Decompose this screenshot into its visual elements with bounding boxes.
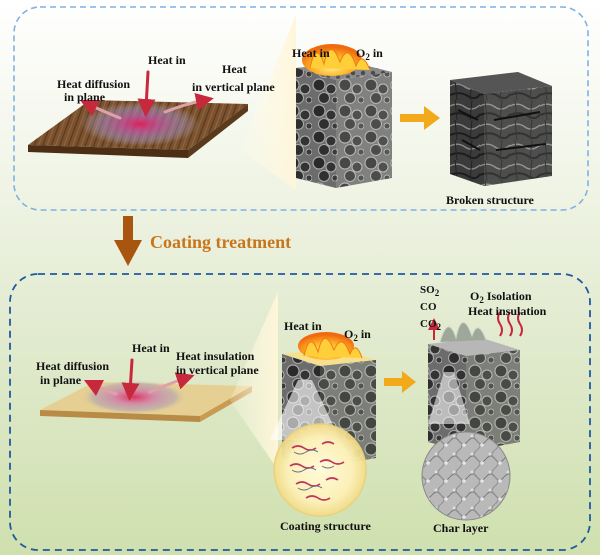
heat-arrows-top [79, 70, 214, 120]
foam-cube-top [296, 44, 392, 188]
bottom-heat-insulation-label-1: Heat insulation [176, 349, 255, 363]
heat-insulation-label: Heat insulation [468, 304, 547, 318]
coating-structure-label: Coating structure [280, 519, 371, 533]
zoom-beam-bottom [230, 292, 278, 470]
top-heat-vertical-label-1: Heat [222, 62, 247, 76]
wood-board-top [28, 100, 248, 158]
zoom-beam-top [240, 15, 296, 190]
bottom-cube-heat-in-label: Heat in [284, 319, 322, 333]
yellow-arrow-top [400, 106, 440, 130]
top-o2-in-label: O2 in [356, 46, 383, 62]
top-cube-heat-in-label: Heat in [292, 46, 330, 60]
heat-arrows-bottom [83, 358, 195, 401]
co2-label: CO2 [420, 318, 442, 332]
bottom-panel-border [9, 273, 591, 551]
coating-treatment-label: Coating treatment [150, 232, 291, 252]
char-cube [428, 322, 520, 452]
top-heat-diffusion-label: Heat diffusion [57, 77, 130, 91]
down-arrow [114, 216, 142, 266]
gas-arrows [428, 311, 523, 340]
char-layer-circle [421, 431, 511, 521]
bottom-heat-in-label: Heat in [132, 341, 170, 355]
co-label: CO [420, 301, 437, 313]
top-heat-in-label: Heat in [148, 53, 186, 67]
o2-isolation-label: O2 Isolation [470, 289, 532, 305]
coating-structure-circle [273, 423, 367, 517]
top-panel-border [13, 6, 589, 211]
so2-label: SO2 [420, 284, 440, 298]
broken-cube [450, 72, 552, 186]
broken-structure-label: Broken structure [446, 193, 535, 207]
char-layer-label: Char layer [433, 521, 489, 535]
bottom-heat-insulation-label-2: in vertical plane [176, 363, 259, 377]
bottom-o2-in-label: O2 in [344, 327, 371, 343]
top-in-plane-label: in plane [64, 90, 106, 104]
bottom-in-plane-label: in plane [40, 373, 82, 387]
top-heat-vertical-label-2: in vertical plane [192, 80, 275, 94]
yellow-arrow-bottom [384, 371, 416, 393]
bottom-heat-diffusion-label: Heat diffusion [36, 359, 109, 373]
